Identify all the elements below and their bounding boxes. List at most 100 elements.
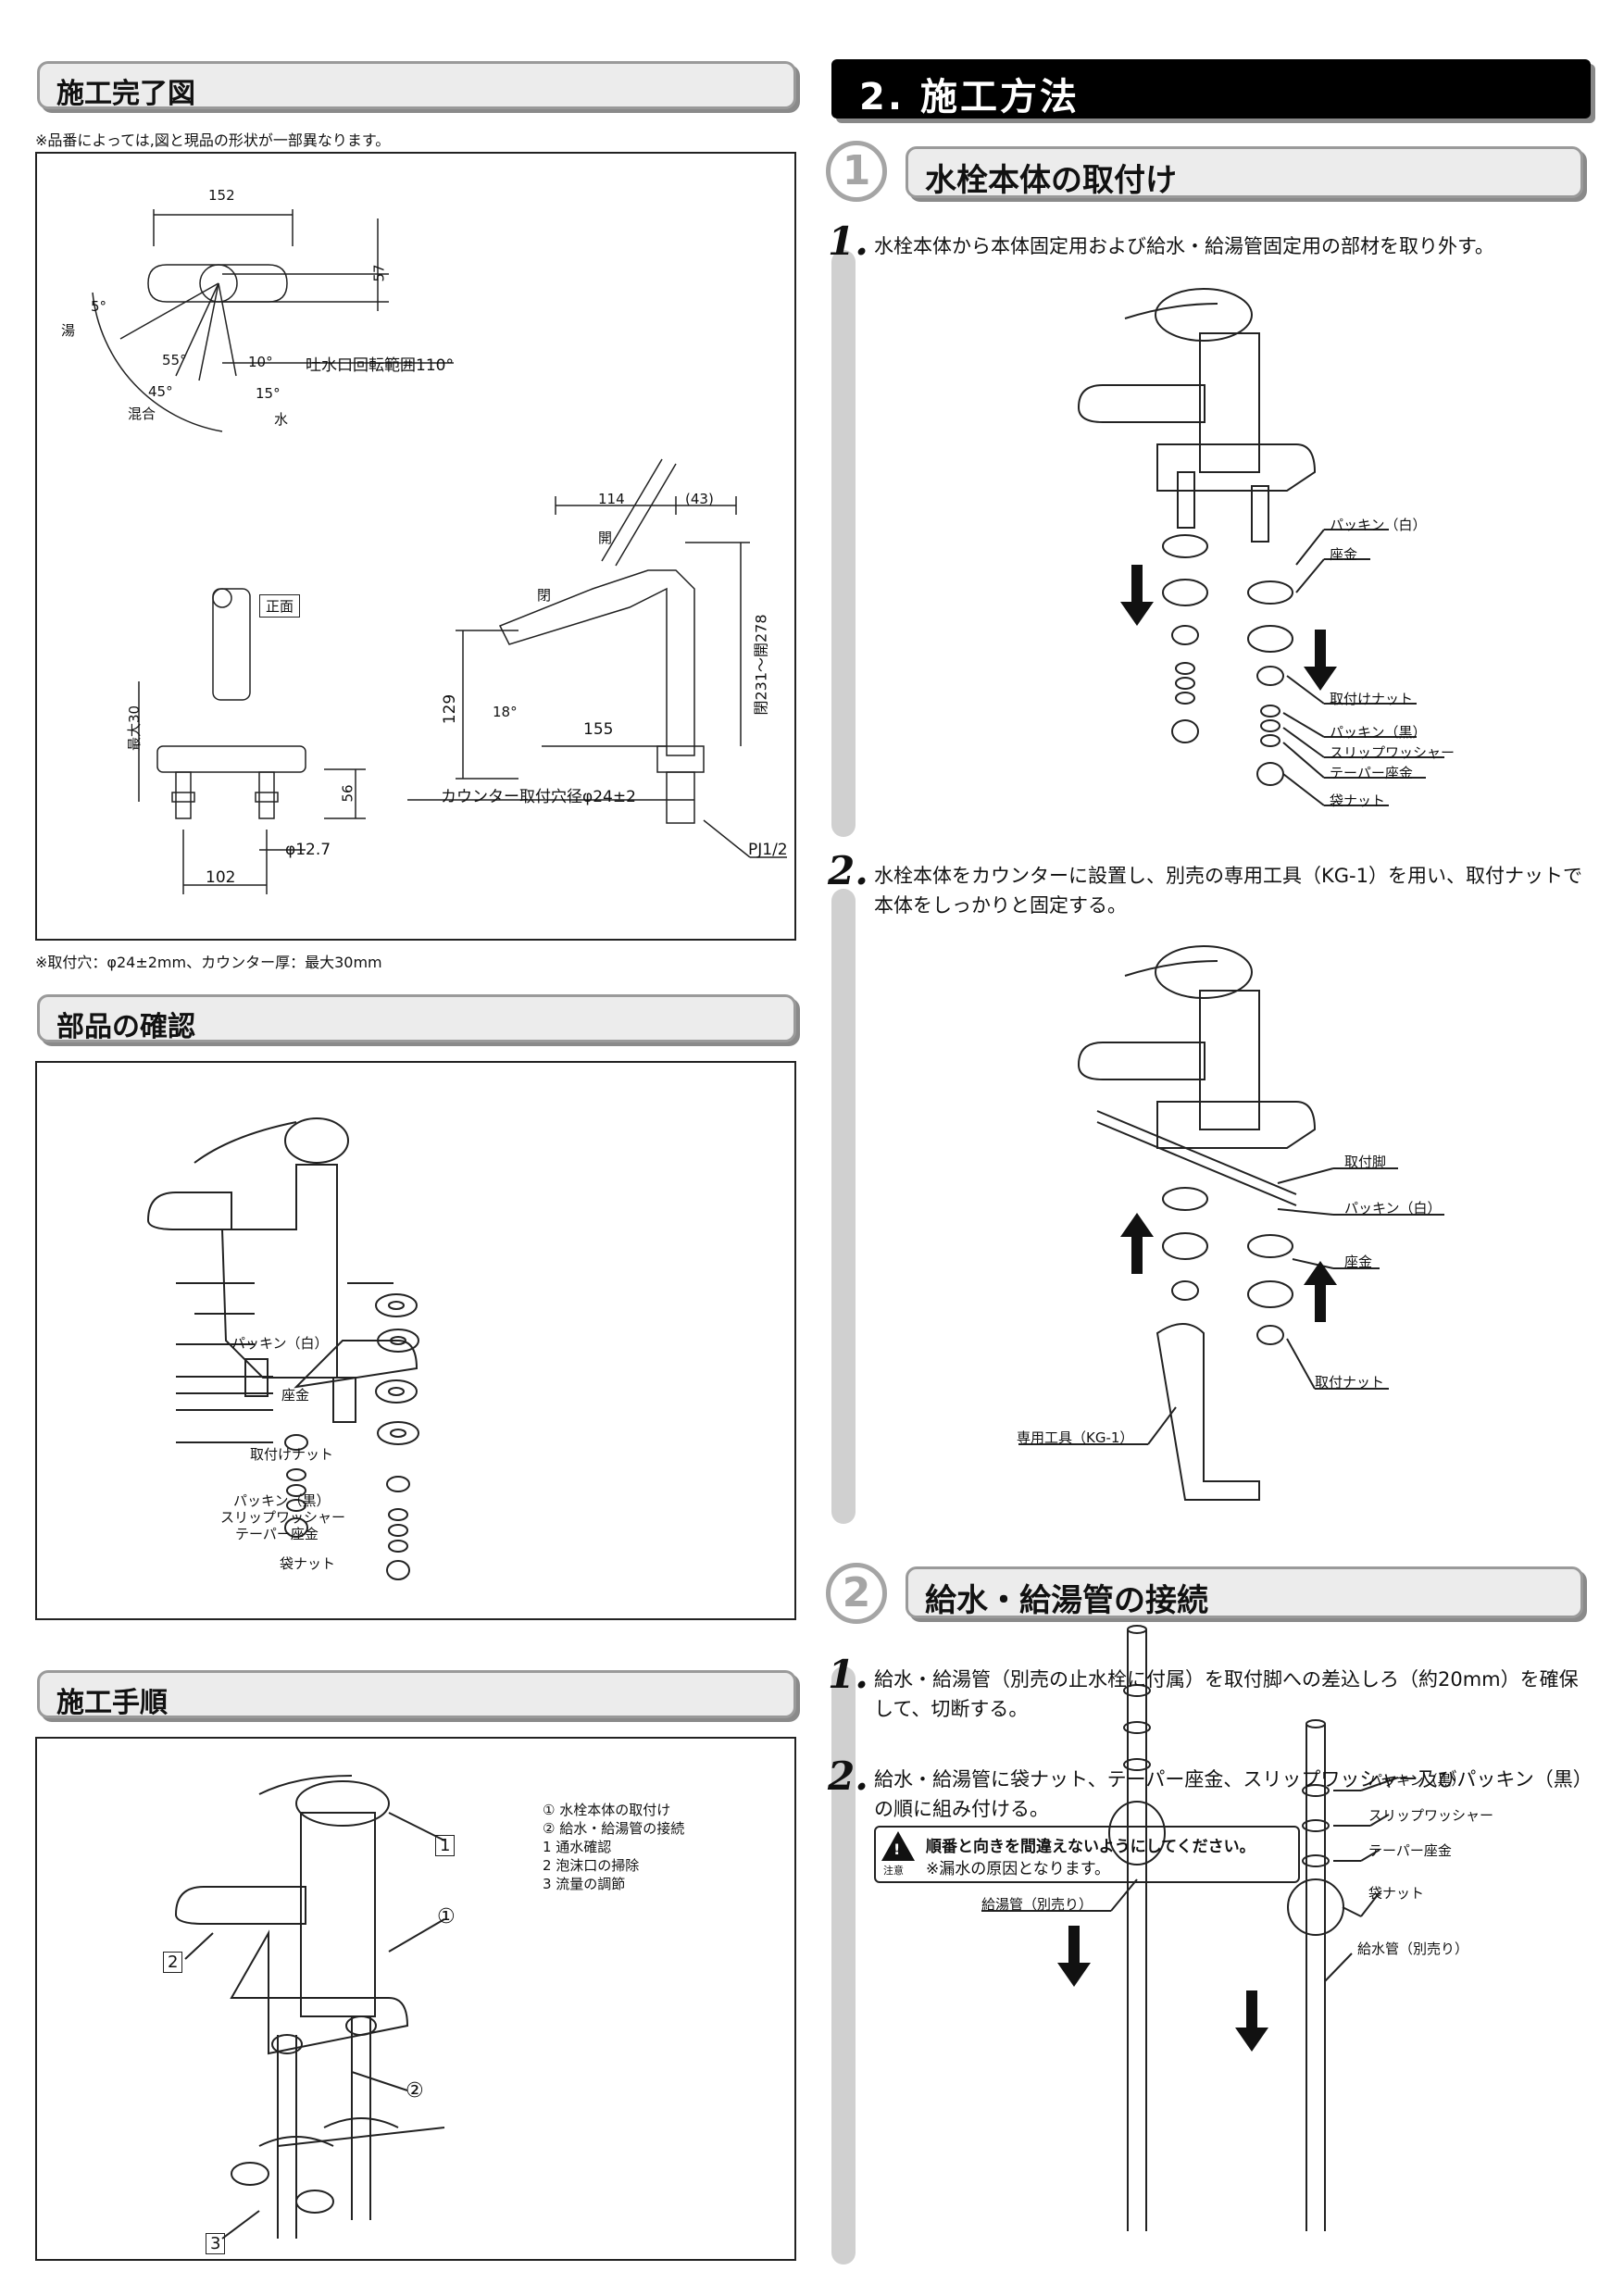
s2-label-nut: 取付ナット <box>1315 1374 1385 1391</box>
completion-header: 施工完了図 <box>37 61 796 110</box>
s1-step1-num: 1. <box>828 218 868 264</box>
caution-icon-label: 注意 <box>883 1865 904 1877</box>
s2-label-washer: 座金 <box>1344 1254 1373 1270</box>
height-range: 閉231〜開278 <box>752 614 770 716</box>
max30-label: 最大30 <box>126 705 144 752</box>
angle-45: 45° <box>148 383 173 400</box>
caution-icon <box>881 1831 915 1861</box>
s1-step2-num: 2. <box>828 848 868 893</box>
section2-bar <box>831 1666 856 2265</box>
parts-label-packing-black: パッキン（黒） <box>233 1492 331 1509</box>
completion-drawing <box>92 209 787 894</box>
section2-title: 給水・給湯管の接続 <box>925 1582 1208 1619</box>
s1-label-slip-washer: スリップワッシャー <box>1330 744 1455 761</box>
angle-18: 18° <box>493 704 518 720</box>
s1-step2-text: 水栓本体をカウンターに設置し、別売の専用工具（KG-1）を用い、取付ナットで本体… <box>874 865 1582 917</box>
dim-43: (43) <box>685 491 714 507</box>
s2-label-leg: 取付脚 <box>1344 1154 1387 1170</box>
s2-label-packing-white: パッキン（白） <box>1344 1200 1442 1217</box>
parts-header: 部品の確認 <box>37 994 796 1043</box>
dim-114: 114 <box>598 491 625 507</box>
s2-step1-num: 1. <box>828 1652 868 1697</box>
s1-label-bag-nut: 袋ナット <box>1330 792 1386 809</box>
procedure-drawing <box>174 1775 445 2240</box>
s2-label-tool: 専用工具（KG-1） <box>1017 1429 1134 1446</box>
proc-marker-3: 3 <box>206 2233 226 2254</box>
parts-label-taper: テーパー座金 <box>235 1526 319 1542</box>
s1-label-packing-black: パッキン（黒） <box>1330 724 1427 741</box>
method-title: 2. 施工方法 <box>859 76 1080 119</box>
parts-label-slip-washer: スリップワッシャー <box>220 1509 346 1526</box>
parts-drawing-box: パッキン（白） 座金 取付けナット パッキン（黒） スリップワッシャー テーパー… <box>35 1061 796 1620</box>
pj-label: PJ1/2 <box>748 841 788 859</box>
method-header: 2. 施工方法 <box>831 59 1591 119</box>
parts-label-bag-nut: 袋ナット <box>280 1555 336 1572</box>
label-close: 閉 <box>537 587 552 604</box>
s1-step1-text: 水栓本体から本体固定用および給水・給湯管固定用の部材を取り外す。 <box>874 235 1494 257</box>
label-mix: 混合 <box>128 406 156 422</box>
caution-line2: ※漏水の原因となります。 <box>926 1860 1111 1878</box>
label-cold: 水 <box>274 411 289 428</box>
caution-icon-mark: ! <box>893 1841 901 1858</box>
completion-note-top: ※品番によっては,図と現品の形状が一部異なります。 <box>35 131 391 149</box>
pipe-label-hot: 給湯管（別売り） <box>981 1896 1093 1913</box>
label-open: 開 <box>598 530 613 546</box>
s1-label-washer: 座金 <box>1330 546 1358 563</box>
label-hot: 湯 <box>61 322 76 339</box>
section1-step2-bar <box>831 889 856 1524</box>
angle-5: 5° <box>91 298 107 315</box>
proc-marker-1: 1 <box>435 1835 456 1856</box>
proc-list-3: 2 泡沫口の掃除 <box>543 1857 640 1874</box>
dim-155: 155 <box>583 720 614 739</box>
completion-drawing-box: 152 57 湯 5° 55° 10° 45° 15° 混合 水 吐水口回転範囲… <box>35 152 796 941</box>
s1-label-nut: 取付けナット <box>1330 691 1414 707</box>
dim-102: 102 <box>206 868 236 887</box>
proc-marker-2: 2 <box>163 1952 183 1973</box>
angle-15: 15° <box>256 385 281 402</box>
proc-marker-circle-1: ① <box>437 1905 456 1928</box>
dim-129: 129 <box>441 693 460 725</box>
completion-note-bottom: ※取付穴：φ24±2mm、カウンター厚：最大30mm <box>35 954 382 971</box>
section1-number: 1 <box>826 141 887 202</box>
parts-title: 部品の確認 <box>56 1011 195 1043</box>
s2-step2-text: 給水・給湯管に袋ナット、テーパー座金、スリップワッシャー及びパッキン（黒）の順に… <box>874 1768 1583 1820</box>
dim-152: 152 <box>208 187 235 204</box>
proc-list-0: ① 水栓本体の取付け <box>543 1802 671 1818</box>
section2-number: 2 <box>826 1563 887 1624</box>
parts-label-nut: 取付けナット <box>250 1446 334 1463</box>
counter-hole-label: カウンター取付穴径φ24±2 <box>441 788 636 806</box>
caution-box: ! 注意 順番と向きを間違えないようにしてください。 ※漏水の原因となります。 <box>874 1826 1300 1883</box>
spout-range-label: 吐水口回転範囲110° <box>306 356 454 375</box>
pipe-label-packing-black: パッキン（黒） <box>1368 1772 1466 1789</box>
s1-label-taper: テーパー座金 <box>1330 765 1413 781</box>
parts-label-washer: 座金 <box>281 1387 310 1404</box>
pipe-label-cold: 給水管（別売り） <box>1357 1940 1469 1957</box>
front-label: 正面 <box>259 594 301 618</box>
section1-step1-bar <box>831 250 856 837</box>
caution-line1: 順番と向きを間違えないようにしてください。 <box>926 1838 1255 1856</box>
pipe-label-taper: テーパー座金 <box>1368 1842 1452 1859</box>
dim-57: 57 <box>370 264 388 282</box>
proc-list-2: 1 通水確認 <box>543 1839 612 1855</box>
procedure-title: 施工手順 <box>56 1687 168 1719</box>
pipe-label-bag-nut: 袋ナット <box>1368 1885 1425 1902</box>
proc-list-1: ② 給水・給湯管の接続 <box>543 1820 685 1837</box>
angle-55: 55° <box>162 352 187 368</box>
procedure-drawing-box: 1 2 ① ② 3 ① 水栓本体の取付け ② 給水・給湯管の接続 1 通水確認 … <box>35 1737 796 2261</box>
s1-label-packing-white: パッキン（白） <box>1330 517 1427 533</box>
parts-drawing <box>146 1117 419 1580</box>
dim-phi127: φ12.7 <box>285 841 331 859</box>
section1-title: 水栓本体の取付け <box>925 162 1177 199</box>
proc-list-4: 3 流量の調節 <box>543 1876 626 1892</box>
proc-marker-circle-2: ② <box>406 2079 424 2103</box>
s2-step1-text: 給水・給湯管（別売の止水栓に付属）を取付脚への差込しろ（約20mm）を確保して、… <box>874 1668 1579 1720</box>
pipe-label-slip-washer: スリップワッシャー <box>1368 1807 1494 1824</box>
section2-header: 給水・給湯管の接続 <box>906 1566 1583 1619</box>
procedure-header: 施工手順 <box>37 1670 796 1719</box>
dim-56: 56 <box>339 784 356 803</box>
angle-10: 10° <box>248 354 273 370</box>
completion-title: 施工完了図 <box>56 78 195 110</box>
s2-step2-num: 2. <box>828 1753 868 1799</box>
section1-header: 水栓本体の取付け <box>906 146 1583 199</box>
parts-label-packing-white: パッキン（白） <box>231 1335 329 1352</box>
